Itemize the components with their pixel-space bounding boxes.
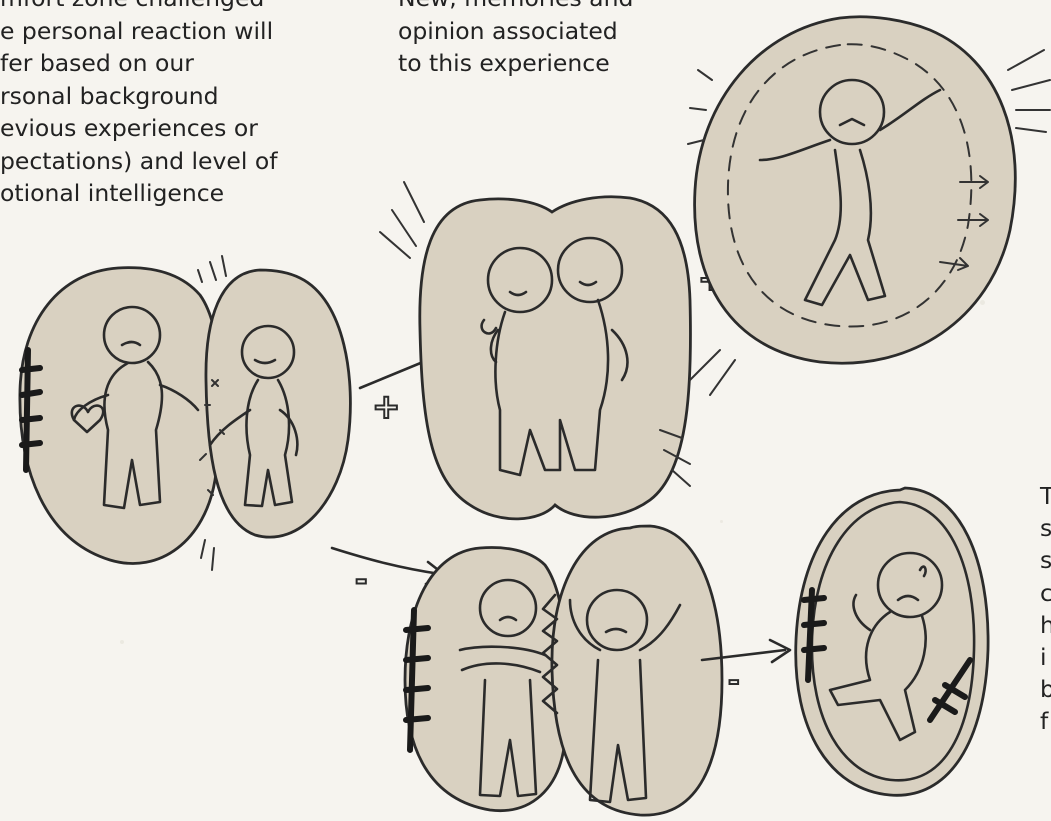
plus-sign-left: + bbox=[372, 387, 401, 427]
expanded-comfort-bubble bbox=[688, 17, 1050, 395]
minus-sign-left: - bbox=[355, 563, 367, 598]
conflict-bubble-left-lobe bbox=[20, 268, 221, 564]
expanded-comfort-bubble-shape bbox=[695, 17, 1016, 363]
conflict-bubble bbox=[20, 256, 351, 570]
shrinking-comfort-bubble-shape bbox=[796, 488, 988, 795]
struggle-bubble-left-lobe bbox=[405, 548, 568, 811]
struggle-bubble-right-lobe bbox=[552, 526, 722, 815]
minus-sign-right: - bbox=[728, 664, 740, 697]
struggle-bubble bbox=[405, 526, 722, 815]
happy-pair-bubble bbox=[380, 182, 691, 519]
conflict-bubble-right-lobe bbox=[206, 270, 350, 537]
shrinking-comfort-bubble bbox=[796, 488, 988, 795]
